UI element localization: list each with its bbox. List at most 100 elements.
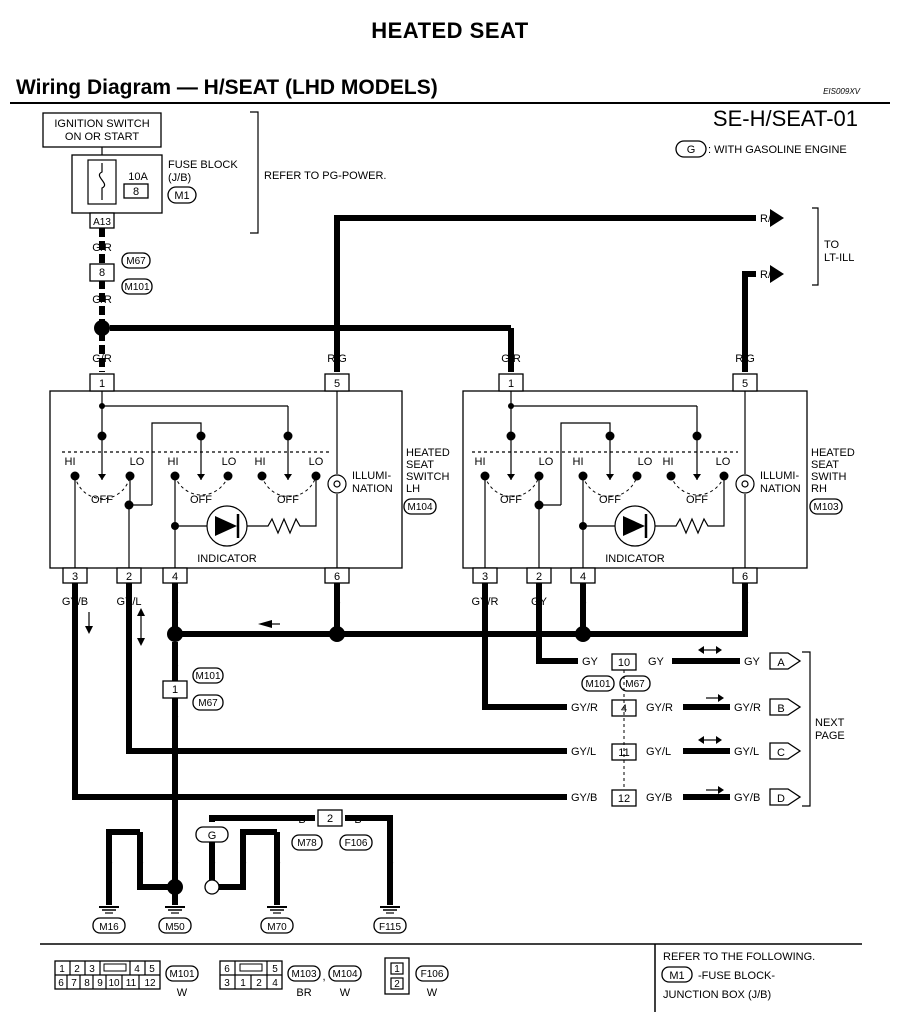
fuse-number: 8 [133, 186, 139, 198]
svg-text:4: 4 [172, 571, 178, 583]
joint-8-label: 8 [99, 267, 105, 279]
wire-gr-4: G/R [501, 353, 521, 365]
svg-text:HI: HI [168, 456, 179, 468]
f106-connector-face: 1 2 [384, 957, 410, 995]
footer-refer: REFER TO THE FOLLOWING. [663, 951, 815, 963]
svg-text:NATION: NATION [352, 483, 393, 495]
footer-ref-text1: -FUSE BLOCK- [698, 970, 775, 982]
to-label: TO [824, 239, 840, 251]
diagram-title: Wiring Diagram — H/SEAT (LHD MODELS) [16, 76, 438, 99]
footer-m104-color: W [340, 987, 351, 999]
svg-text:5: 5 [742, 378, 748, 390]
conn-m67-c: M67 [625, 679, 645, 690]
next-d: D [777, 793, 785, 805]
svg-text:9: 9 [97, 978, 103, 989]
svg-text:NATION: NATION [760, 483, 801, 495]
svg-text:1: 1 [59, 964, 65, 975]
fuse-block-label1: FUSE BLOCK [168, 159, 238, 171]
wire-gyl-1: GY/L [571, 746, 596, 758]
footer-m103: M103 [291, 969, 316, 980]
footer-ref-m1: M1 [669, 970, 684, 982]
svg-text:6: 6 [742, 571, 748, 583]
svg-text:HI: HI [255, 456, 266, 468]
pin-a13: A13 [93, 217, 111, 228]
svg-text:1: 1 [394, 964, 400, 975]
rh-label-3: SWITH [811, 471, 846, 483]
svg-text:2: 2 [536, 571, 542, 583]
svg-text:LO: LO [309, 456, 324, 468]
conn-f106: F106 [345, 838, 368, 849]
footer-f106: F106 [421, 969, 444, 980]
svg-text:3: 3 [482, 571, 488, 583]
lh-label-4: LH [406, 483, 420, 495]
wire-b-m78-1: B [298, 814, 305, 826]
svg-text:B: B [171, 856, 178, 868]
wire-b-2: B [171, 659, 178, 671]
legend-text: : WITH GASOLINE ENGINE [708, 144, 847, 156]
conn-m78: M78 [297, 838, 317, 849]
conn-m103: M103 [813, 502, 838, 513]
svg-text:5: 5 [334, 378, 340, 390]
svg-text:5: 5 [272, 964, 278, 975]
next-c: C [777, 747, 785, 759]
svg-text:8: 8 [84, 978, 90, 989]
svg-text:3: 3 [72, 571, 78, 583]
m103-connector-face: 6 5 3 1 2 4 [219, 960, 283, 990]
svg-text:B: B [105, 856, 112, 868]
joint-8 [89, 263, 115, 282]
ignition-line2: ON OR START [65, 131, 139, 143]
refer-pg-power: REFER TO PG-POWER. [264, 170, 386, 182]
svg-text:OFF: OFF [686, 494, 708, 506]
svg-text:B: B [273, 856, 280, 868]
svg-text:2: 2 [74, 964, 80, 975]
fuse-block-label2: (J/B) [168, 172, 191, 184]
rh-label-2: SEAT [811, 459, 839, 471]
lh-label-1: HEATED [406, 447, 450, 459]
joint-10-label: 10 [618, 657, 630, 669]
next-b: B [777, 703, 784, 715]
wire-gr-2: G/R [92, 294, 112, 306]
svg-text:1: 1 [240, 978, 246, 989]
wire-gy-2: GY [648, 656, 665, 668]
wire-rg-lh: R/G [327, 353, 347, 365]
svg-text:ILLUMI-: ILLUMI- [352, 470, 391, 482]
joint-2-label: 2 [327, 813, 333, 825]
svg-text:ILLUMI-: ILLUMI- [760, 470, 799, 482]
wire-gr-3: G/R [92, 353, 112, 365]
footer-f106-color: W [427, 987, 438, 999]
next-a: A [777, 657, 785, 669]
svg-text:7: 7 [71, 978, 77, 989]
gasoline-badge: G [208, 830, 217, 842]
joint-2 [317, 809, 343, 827]
footer-m101: M101 [169, 969, 194, 980]
wire-b-m78-2: B [354, 814, 361, 826]
next-page-l2: PAGE [815, 730, 845, 742]
fuse-amp: 10A [128, 171, 148, 183]
svg-text:B: B [208, 856, 215, 868]
svg-text:1: 1 [508, 378, 514, 390]
lh-label-3: SWITCH [406, 471, 449, 483]
wire-gyl-3: GY/L [734, 746, 759, 758]
wire-gyl-2: GY/L [646, 746, 671, 758]
heated-seat-switch-rh: 1 5 3 2 4 6 HI LO HI LO HI LO OFF OFF OF… [462, 373, 808, 584]
diagram-id: SE-H/SEAT-01 [713, 106, 858, 131]
title-rule [10, 102, 890, 104]
svg-text:INDICATOR: INDICATOR [605, 553, 665, 565]
wire-gyb-3: GY/B [734, 792, 760, 804]
conn-m67-b: M67 [198, 698, 218, 709]
svg-text:LO: LO [222, 456, 237, 468]
page-title: HEATED SEAT [371, 18, 529, 43]
svg-text:B: B [386, 856, 393, 868]
wire-gr-1: G/R [92, 242, 112, 254]
svg-text:2: 2 [256, 978, 262, 989]
svg-text:11: 11 [126, 978, 137, 989]
wire-rg-ill-1: R/G [760, 213, 780, 225]
svg-text:3: 3 [224, 978, 230, 989]
svg-text:LO: LO [539, 456, 554, 468]
joint-12-label: 12 [618, 793, 630, 805]
svg-text:OFF: OFF [277, 494, 299, 506]
m101-connector-face: 1 2 3 4 5 6 7 8 9 10 11 12 [54, 960, 161, 990]
fuse-holder [87, 159, 117, 205]
rh-label-4: RH [811, 483, 827, 495]
